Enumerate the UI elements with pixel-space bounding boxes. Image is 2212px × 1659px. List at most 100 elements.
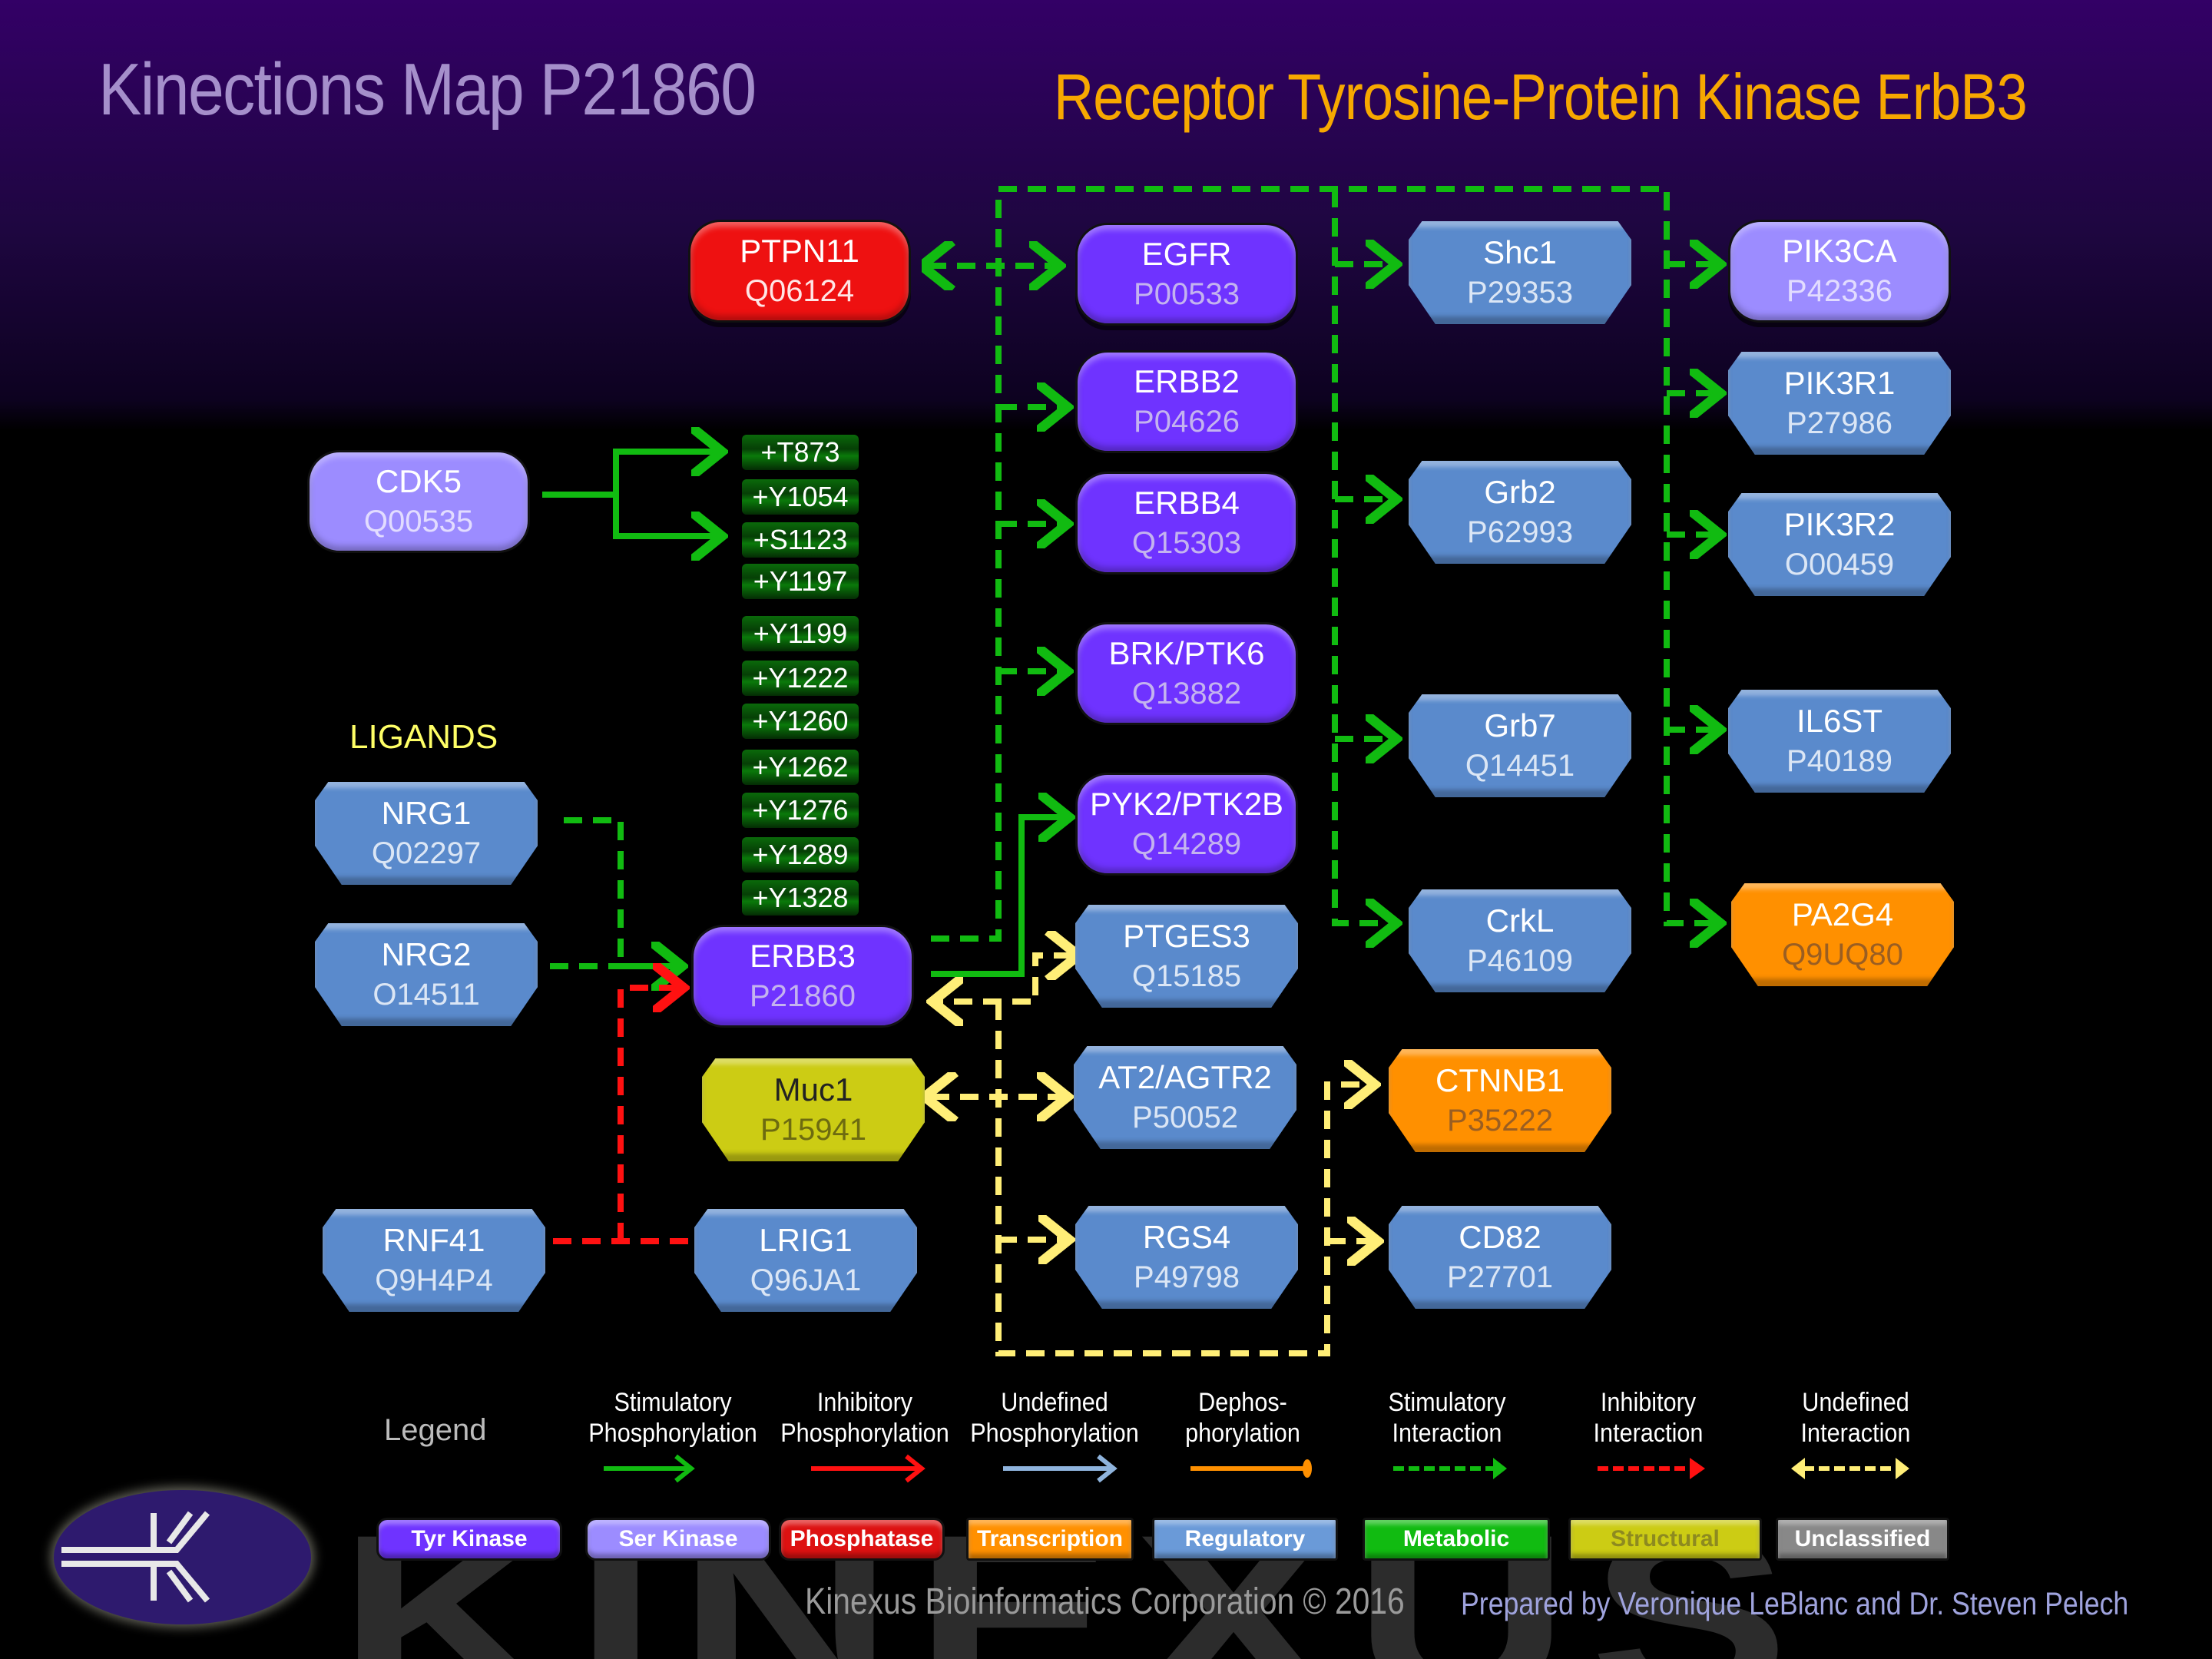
node-accession: P29353 [1467, 276, 1573, 310]
node-name: Muc1 [773, 1071, 853, 1108]
node-il6st[interactable]: IL6ST P40189 [1728, 690, 1951, 793]
node-accession: Q9H4P4 [375, 1263, 493, 1297]
category-metabolic: Metabolic [1363, 1518, 1550, 1561]
ligands-label: LIGANDS [349, 718, 498, 756]
category-unclassified: Unclassified [1776, 1518, 1949, 1561]
legend-inhib-phos-label: Inhibitory Phosphorylation [780, 1388, 949, 1448]
legend-inhib-int-label: Inhibitory Interaction [1593, 1388, 1704, 1448]
category-ser-kinase: Ser Kinase [585, 1518, 771, 1561]
node-egfr[interactable]: EGFR P00533 [1075, 223, 1298, 326]
node-name: Grb7 [1484, 707, 1556, 743]
node-accession: Q06124 [744, 274, 855, 308]
protein-title: Receptor Tyrosine-Protein Kinase ErbB3 [1054, 61, 2028, 133]
category-tyr-kinase: Tyr Kinase [376, 1518, 562, 1561]
node-nrg1[interactable]: NRG1 Q02297 [315, 782, 538, 885]
phosphosite[interactable]: +Y1222 [742, 661, 859, 696]
node-grb2[interactable]: Grb2 P62993 [1409, 461, 1631, 564]
node-accession: P35222 [1447, 1104, 1553, 1137]
kinexus-k-icon [61, 1511, 210, 1603]
node-erbb4[interactable]: ERBB4 Q15303 [1075, 472, 1298, 575]
node-accession: Q14289 [1131, 827, 1242, 861]
kinexus-watermark: KINEXUS [338, 1486, 1810, 1659]
node-lrig1[interactable]: LRIG1 Q96JA1 [694, 1209, 917, 1312]
link-bus-mid [1332, 189, 1396, 923]
node-accession: P40189 [1786, 744, 1892, 778]
node-name: CD82 [1459, 1219, 1541, 1255]
node-name: PIK3R1 [1783, 365, 1896, 401]
legend-dephos-label: Dephos- phorylation [1185, 1388, 1300, 1448]
node-ptpn11[interactable]: PTPN11 Q06124 [688, 220, 911, 323]
phosphosite[interactable]: +Y1197 [742, 564, 859, 599]
node-pik3r2[interactable]: PIK3R2 O00459 [1728, 493, 1951, 596]
phosphosite[interactable]: +Y1262 [742, 750, 859, 785]
node-name: NRG2 [381, 936, 472, 972]
node-name: IL6ST [1796, 703, 1883, 739]
node-name: RGS4 [1142, 1219, 1231, 1255]
node-nrg2[interactable]: NRG2 O14511 [315, 923, 538, 1026]
node-ctnnb1[interactable]: CTNNB1 P35222 [1389, 1049, 1611, 1152]
legend-undef-int-label: Undefined Interaction [1800, 1388, 1911, 1448]
legend-undef-phos-label: Undefined Phosphorylation [970, 1388, 1139, 1448]
category-structural: Structural [1568, 1518, 1762, 1561]
node-accession: P04626 [1134, 405, 1240, 439]
node-shc1[interactable]: Shc1 P29353 [1409, 221, 1631, 324]
map-title: Kinections Map P21860 [98, 48, 757, 131]
phosphosite[interactable]: +Y1328 [742, 880, 859, 916]
category-transcription: Transcription [966, 1518, 1134, 1561]
node-brk-ptk6[interactable]: BRK/PTK6 Q13882 [1075, 622, 1298, 725]
node-accession: Q02297 [371, 836, 482, 870]
node-accession: Q13882 [1131, 677, 1242, 710]
node-accession: P62993 [1467, 515, 1573, 549]
node-name: PTGES3 [1123, 918, 1250, 954]
node-rnf41[interactable]: RNF41 Q9H4P4 [323, 1209, 545, 1312]
node-name: AT2/AGTR2 [1098, 1059, 1272, 1095]
node-accession: P27986 [1786, 406, 1892, 440]
node-erbb2[interactable]: ERBB2 P04626 [1075, 350, 1298, 453]
node-rgs4[interactable]: RGS4 P49798 [1075, 1206, 1298, 1309]
prepared-by: Prepared by Veronique LeBlanc and Dr. St… [1461, 1585, 2129, 1621]
legend-stim-int-label: Stimulatory Interaction [1388, 1388, 1506, 1448]
node-cd82[interactable]: CD82 P27701 [1389, 1206, 1611, 1309]
node-cdk5[interactable]: CDK5 Q00535 [307, 450, 530, 553]
phosphosite[interactable]: +T873 [742, 435, 859, 470]
node-name: ERBB4 [1134, 485, 1240, 521]
node-pa2g4[interactable]: PA2G4 Q9UQ80 [1731, 883, 1954, 986]
phosphosite[interactable]: +Y1289 [742, 837, 859, 873]
node-name: PYK2/PTK2B [1089, 786, 1284, 822]
node-at2-agtr2[interactable]: AT2/AGTR2 P50052 [1074, 1046, 1296, 1149]
legend-title: Legend [384, 1413, 487, 1447]
node-grb7[interactable]: Grb7 Q14451 [1409, 694, 1631, 797]
category-phosphatase: Phosphatase [779, 1518, 945, 1561]
phosphosite[interactable]: +Y1276 [742, 793, 859, 828]
link-nrg1-erbb3 [564, 817, 682, 966]
node-accession: Q14451 [1465, 749, 1575, 783]
node-pik3ca[interactable]: PIK3CA P42336 [1728, 220, 1951, 323]
phosphosite[interactable]: +S1123 [742, 522, 859, 558]
node-accession: Q15303 [1131, 526, 1242, 560]
node-pyk2-ptk2b[interactable]: PYK2/PTK2B Q14289 [1075, 773, 1298, 876]
node-accession: O00459 [1784, 548, 1895, 581]
legend-stim-phos-label: Stimulatory Phosphorylation [588, 1388, 757, 1448]
node-pik3r1[interactable]: PIK3R1 P27986 [1728, 352, 1951, 455]
node-name: CTNNB1 [1435, 1062, 1565, 1098]
node-crkl[interactable]: CrkL P46109 [1409, 889, 1631, 992]
node-ptges3[interactable]: PTGES3 Q15185 [1075, 905, 1298, 1008]
node-accession: P00533 [1134, 277, 1240, 311]
link-lrig1-erbb3 [618, 988, 684, 1241]
node-name: RNF41 [382, 1222, 485, 1258]
node-name: PIK3CA [1782, 233, 1897, 269]
node-accession: P46109 [1467, 944, 1573, 978]
link-ptges3-erbb3 [932, 955, 1072, 1002]
node-name: PA2G4 [1791, 896, 1894, 932]
node-erbb3[interactable]: ERBB3 P21860 [691, 925, 914, 1028]
node-muc1[interactable]: Muc1 P15941 [702, 1058, 925, 1161]
kinexus-logo [54, 1490, 311, 1624]
link-cdk5-s1123 [613, 495, 722, 536]
phosphosite[interactable]: +Y1260 [742, 704, 859, 739]
node-name: LRIG1 [759, 1222, 853, 1258]
phosphosite[interactable]: +Y1054 [742, 479, 859, 515]
phosphosite[interactable]: +Y1199 [742, 616, 859, 651]
category-regulatory: Regulatory [1152, 1518, 1338, 1561]
